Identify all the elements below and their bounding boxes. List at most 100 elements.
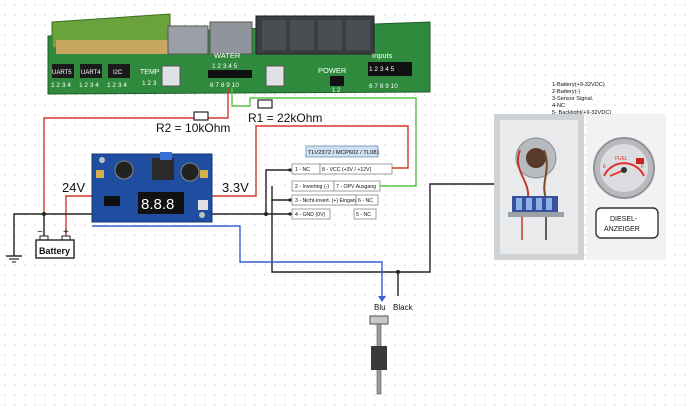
sensor-black-label: Black xyxy=(393,303,414,312)
power-pins: 1 2 xyxy=(332,88,341,94)
water-top-pins: 1 2 3 4 5 xyxy=(212,63,238,70)
opamp-pin1-node xyxy=(288,168,292,172)
wire-black-noninv xyxy=(271,186,290,201)
capacitor-2 xyxy=(180,162,200,182)
mount-hole xyxy=(99,157,105,163)
r1-label: R1 = 22kOhm xyxy=(248,111,322,125)
rj45-power xyxy=(265,65,285,87)
opamp-pin7: 7 - OPV Ausgang xyxy=(336,184,376,190)
water-terminal-block xyxy=(208,70,252,78)
junction-dot xyxy=(264,212,268,216)
wire-red-main xyxy=(43,117,196,214)
inductor xyxy=(152,158,174,180)
sensor-head xyxy=(369,315,389,325)
inputs-label: Inputs xyxy=(372,51,393,60)
resistor-r1 xyxy=(257,99,273,109)
opamp-pin7-box xyxy=(333,180,381,192)
push-button xyxy=(198,200,208,210)
connector-notes: 1-Battery(+9-32VDC) 2-Battery(-) 3-Senso… xyxy=(552,82,611,116)
connector-photo xyxy=(494,114,584,260)
opamp-pin5: 5 - NC xyxy=(356,212,371,218)
photo-brown-wire xyxy=(543,149,548,199)
opamp-pin4: 4 - GND (0V) xyxy=(295,212,326,218)
temp-label: TEMP xyxy=(140,69,160,76)
uart4-connector xyxy=(80,64,102,78)
capacitor-1 xyxy=(114,160,134,180)
note-line: 3-Sensor Signal. xyxy=(552,96,594,102)
inputs-bottom-pins: 6 7 8 9 10 xyxy=(369,83,398,90)
resistor-r2 xyxy=(193,111,209,121)
temp-pins: 1 2 3 xyxy=(142,80,157,87)
blue-wire-arrow xyxy=(378,296,386,302)
needle-hub xyxy=(621,167,627,173)
wire-black-converter-out xyxy=(210,169,290,215)
uart5-connector xyxy=(52,64,74,78)
opamp-title: TLV2372 / MCP602 / TL081 xyxy=(308,150,380,156)
gauge-scale xyxy=(603,162,645,177)
din-rail xyxy=(508,212,564,217)
wire-red-battery-plus xyxy=(65,195,92,240)
diesel-title-line1: DIESEL- xyxy=(610,216,638,223)
terminal xyxy=(536,198,542,210)
opamp-pinout: TLV2372 / MCP602 / TL081 1 - NC 8 - VCC … xyxy=(288,145,393,220)
wire-green-output xyxy=(231,88,417,187)
opamp-pin3-node xyxy=(288,198,292,202)
fuel-icon xyxy=(636,158,644,164)
wires xyxy=(13,88,500,296)
power-label: POWER xyxy=(318,66,347,75)
note-line: 5- Backlight(+9-32VDC) xyxy=(552,110,611,116)
buck-converter: 8.8.8 xyxy=(91,152,213,223)
inputs-top-pins: 1 2 3 4 5 xyxy=(369,66,395,73)
diesel-title-line2: ANZEIGER xyxy=(604,226,640,233)
opamp-pin1: 1 - NC xyxy=(295,167,310,173)
terminal xyxy=(546,198,552,210)
cable-bundle xyxy=(526,148,546,168)
opamp-pin3: 3 - Nicht-invert. (+) Eingang xyxy=(295,198,359,204)
note-line: 4-NC xyxy=(552,103,565,109)
uart4-label: UART4 xyxy=(81,70,101,76)
uart5-label: UART5 xyxy=(52,70,72,76)
i2c-pins: 1 2 3 4 xyxy=(107,82,127,89)
ic-chip xyxy=(104,196,120,206)
level-sensor: Blu Black xyxy=(369,296,414,395)
output-voltage-label: 3.3V xyxy=(222,180,249,195)
relay-6 xyxy=(346,20,370,50)
opamp-pin8-box xyxy=(319,163,393,175)
terminal xyxy=(516,198,522,210)
opamp-pin4-node xyxy=(288,212,292,216)
r2-label: R2 = 10kOhm xyxy=(156,121,230,135)
relay-5 xyxy=(318,20,342,50)
note-line: 2-Battery(-) xyxy=(552,89,580,95)
display-digits: 8.8.8 xyxy=(141,196,174,213)
gauge-photo: E F FUEL DIESEL- ANZEIGER xyxy=(586,114,666,260)
wire-black-sensor xyxy=(271,200,399,296)
terminal xyxy=(526,198,532,210)
junction-dot xyxy=(396,270,400,274)
mount-hole xyxy=(199,212,205,218)
potentiometer xyxy=(160,152,172,160)
controller-board: UART5 UART4 I2C 1 2 3 4 1 2 3 4 1 2 3 4 … xyxy=(47,13,431,95)
relay-3 xyxy=(262,20,286,50)
wire-black-to-gauge xyxy=(398,183,500,273)
gauge-empty-label: E xyxy=(603,164,607,170)
power-terminal xyxy=(330,76,344,86)
relay-4 xyxy=(290,20,314,50)
input-terminal xyxy=(96,170,104,178)
uart4-pins: 1 2 3 4 xyxy=(79,82,99,89)
rj45-temp xyxy=(161,65,181,87)
opamp-pin6-box xyxy=(355,194,379,206)
opamp-pin6: 6 - NC xyxy=(358,198,373,204)
battery-minus-sign: − xyxy=(37,227,43,238)
wire-blue-sensor xyxy=(92,225,383,296)
battery: Battery − + xyxy=(6,227,75,263)
water-bottom-pins: 6 7 8 9 10 xyxy=(210,82,239,89)
output-terminal xyxy=(200,170,208,178)
water-label: WATER xyxy=(214,51,241,60)
sensor-blue-label: Blu xyxy=(374,303,386,312)
diesel-plate xyxy=(595,207,659,239)
opamp-title-box xyxy=(305,145,379,158)
wire-red-vcc xyxy=(210,125,409,197)
wire-red-to-water xyxy=(208,88,229,119)
